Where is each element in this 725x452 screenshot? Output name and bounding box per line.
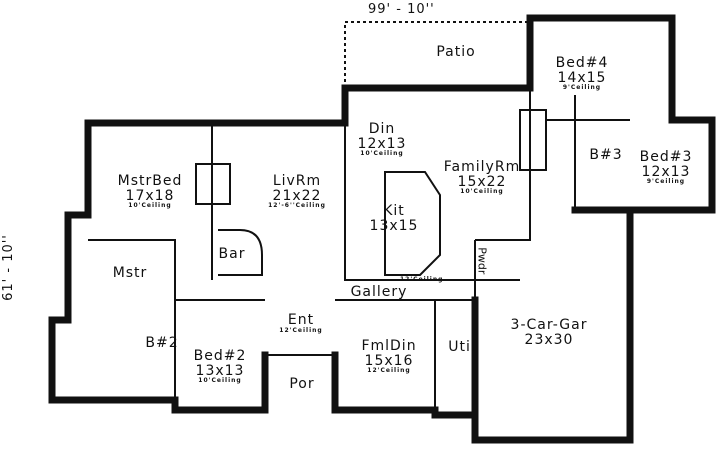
width-dimension: 99' - 10'' (368, 2, 435, 17)
kitchen-island (384, 171, 441, 276)
bar-counter (218, 229, 263, 276)
room-util: Util (448, 339, 476, 355)
gallery-ceiling: 12'Ceiling (400, 276, 444, 283)
fireplace-family-icon (519, 109, 547, 171)
wall-rear-center (341, 14, 716, 444)
room-por: Por (289, 376, 315, 392)
room-bar: Bar (218, 246, 246, 262)
wall-family-right (475, 88, 531, 241)
room-pwdr: Pwdr (475, 247, 489, 275)
wall-bed4-bath (545, 95, 630, 210)
room-patio: Patio (436, 44, 476, 60)
wall-mstr (88, 239, 176, 300)
room-gallery: Gallery (350, 284, 408, 300)
fireplace-icon (195, 163, 231, 205)
room-bath3: B#3 (589, 147, 623, 163)
wall-din-family (344, 88, 520, 281)
room-mstr-bath: Mstr (112, 265, 148, 281)
depth-dimension: 61' - 10'' (0, 234, 16, 301)
room-bath2: B#2 (145, 335, 179, 351)
patio-outline (344, 21, 530, 88)
